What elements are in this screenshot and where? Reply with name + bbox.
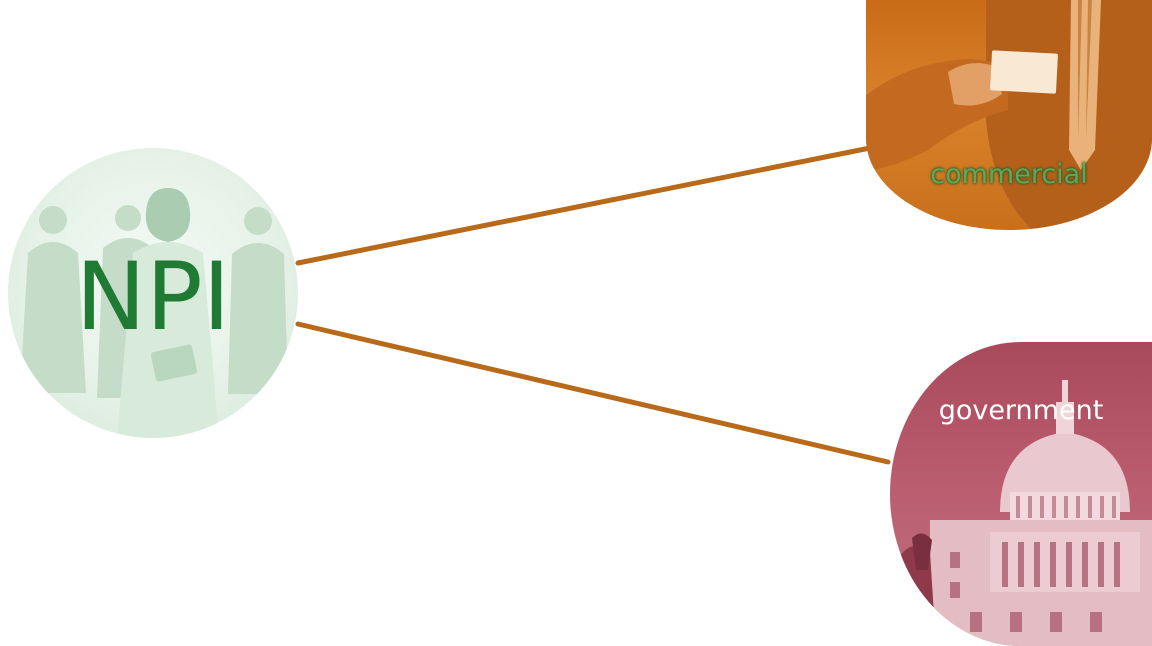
edge-npi-commercial bbox=[298, 148, 870, 263]
business-card-photo bbox=[866, 0, 1152, 230]
commercial-node: commercial bbox=[866, 0, 1152, 230]
commercial-label: commercial bbox=[866, 158, 1152, 192]
npi-label: NPI bbox=[8, 248, 298, 348]
government-node: government bbox=[890, 342, 1152, 646]
npi-node: NPI bbox=[8, 148, 298, 438]
edge-npi-government bbox=[298, 324, 888, 462]
capitol-building-photo bbox=[890, 342, 1152, 646]
government-label: government bbox=[890, 394, 1152, 428]
